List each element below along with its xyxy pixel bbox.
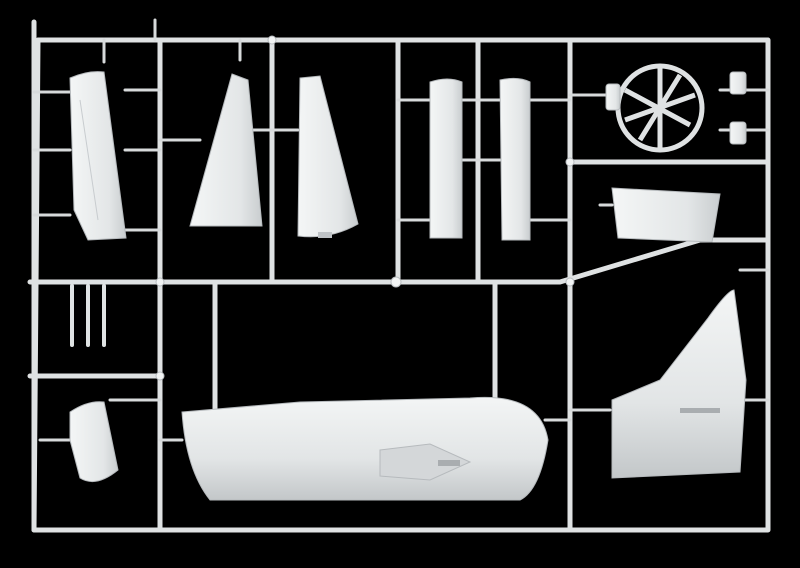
part-flap-right [499, 77, 531, 241]
part-small-brackets [605, 71, 747, 145]
part-left-aileron [69, 71, 127, 241]
part-canopy-panel [611, 187, 721, 243]
sprue-gates [32, 18, 770, 442]
part-landing-gear-struts [70, 284, 106, 347]
ejector-pins [155, 35, 575, 381]
part-cowl-flap [69, 401, 119, 483]
part-fuselage-tail-right [611, 289, 747, 479]
part-flap-left [429, 78, 463, 239]
part-fin-left [189, 73, 263, 227]
part-fuselage-half-left [181, 396, 549, 501]
part-fin-right [297, 75, 359, 238]
